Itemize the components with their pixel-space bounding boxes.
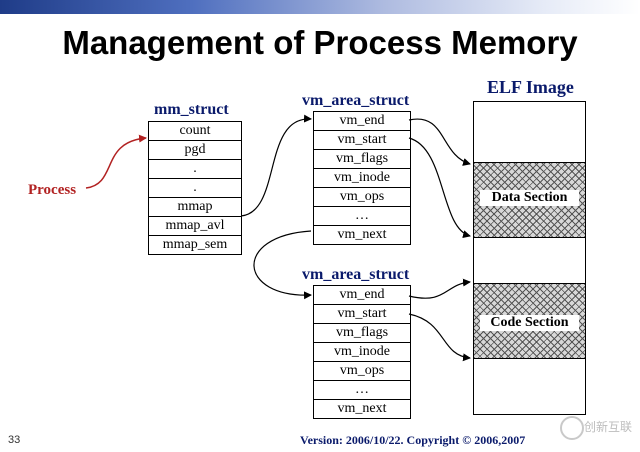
- mm-struct-field: count: [149, 122, 241, 141]
- vm-field: vm_inode: [314, 169, 410, 188]
- code-section-label: Code Section: [480, 315, 579, 331]
- mm-struct-field: .: [149, 160, 241, 179]
- vm-field: vm_end: [314, 112, 410, 131]
- vm-field: …: [314, 207, 410, 226]
- data-section: Data Section: [474, 162, 585, 238]
- process-arrow: [85, 134, 147, 189]
- vm-area-struct-title: vm_area_struct: [302, 92, 410, 109]
- mm-struct-field: pgd: [149, 141, 241, 160]
- mm-struct-title: mm_struct: [154, 101, 229, 118]
- vm-field: vm_flags: [314, 324, 410, 343]
- watermark-icon: [560, 416, 584, 440]
- watermark-logo: 创新互联: [560, 414, 636, 444]
- vm-field: vm_inode: [314, 343, 410, 362]
- vm-field: vm_flags: [314, 150, 410, 169]
- slide-title: Management of Process Memory: [62, 24, 578, 61]
- slide-number: 33: [8, 434, 21, 446]
- mmap-pointer-arrow: [240, 114, 312, 217]
- mm-struct-field: mmap_sem: [162, 237, 228, 252]
- vm-field: vm_next: [337, 227, 387, 242]
- vm-area-struct-box: vm_end vm_start vm_flags vm_inode vm_ops…: [313, 111, 411, 245]
- vm-start-to-code-arrow: [408, 313, 471, 362]
- vm-start-to-data-arrow: [408, 137, 471, 239]
- mm-struct-field: mmap_avl: [149, 217, 241, 236]
- elf-image-title: ELF Image: [487, 77, 574, 97]
- vm-next-pointer-arrow: [253, 230, 312, 300]
- vm-area-struct-title: vm_area_struct: [302, 266, 410, 283]
- vm-field: vm_start: [314, 305, 410, 324]
- mm-struct-field: .: [149, 179, 241, 198]
- top-banner: [0, 0, 640, 14]
- vm-end-to-code-arrow: [408, 278, 471, 299]
- process-label: Process: [28, 182, 77, 198]
- vm-field: vm_next: [337, 401, 387, 416]
- mm-struct-field: mmap: [149, 198, 241, 217]
- vm-field: vm_start: [314, 131, 410, 150]
- vm-area-struct-box: vm_end vm_start vm_flags vm_inode vm_ops…: [313, 285, 411, 419]
- footer-version: Version: 2006/10/22. Copyright © 2006,20…: [300, 433, 526, 447]
- data-section-label: Data Section: [480, 190, 579, 206]
- watermark-text: 创新互联: [584, 420, 633, 434]
- vm-end-to-data-arrow: [408, 118, 471, 166]
- mm-struct-box: count pgd . . mmap mmap_avl mmap_sem: [148, 121, 242, 255]
- vm-field: vm_ops: [314, 188, 410, 207]
- vm-field: …: [314, 381, 410, 400]
- code-section: Code Section: [474, 283, 585, 359]
- vm-field: vm_end: [314, 286, 410, 305]
- elf-image-box: Data Section Code Section: [473, 101, 586, 415]
- vm-field: vm_ops: [314, 362, 410, 381]
